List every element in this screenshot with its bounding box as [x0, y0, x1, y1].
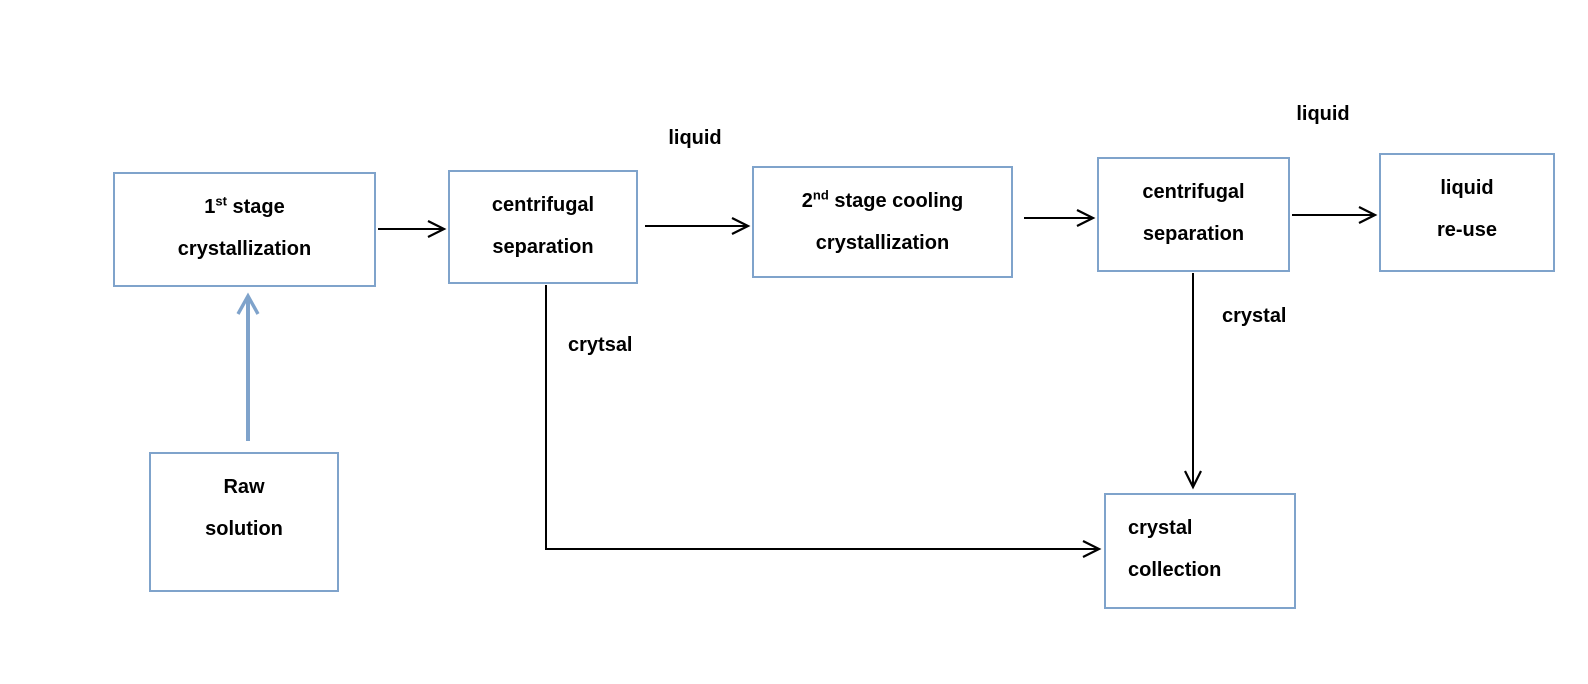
arrow-sep1-to-collection-elbow — [545, 285, 1102, 558]
box-line: 2nd stage cooling — [802, 180, 963, 222]
box-line: centrifugal — [1142, 181, 1245, 203]
box-line: crystal — [1128, 517, 1193, 539]
box-line: 1st stage — [204, 186, 285, 228]
ordinal-superscript: st — [215, 193, 227, 209]
box-line: Raw — [223, 476, 265, 498]
box-line-text: 1 — [204, 196, 216, 218]
box-raw-solution: Raw solution — [149, 452, 339, 592]
box-line-text: stage — [226, 196, 285, 218]
box-line: collection — [1128, 559, 1222, 581]
label-liquid-mid: liquid — [668, 127, 722, 149]
box-line: separation — [492, 236, 594, 258]
box-line: crystallization — [815, 232, 950, 254]
label-liquid-top: liquid — [1296, 103, 1350, 125]
box-line: separation — [1142, 223, 1245, 245]
box-line-text: 2 — [801, 190, 813, 212]
label-crystal: crystal — [1222, 305, 1287, 327]
box-line: solution — [205, 518, 283, 540]
box-first-stage-crystallization: 1st stage crystallization — [113, 172, 376, 287]
box-line: re-use — [1436, 219, 1498, 241]
ordinal-superscript: nd — [812, 187, 829, 203]
box-line: liquid — [1440, 177, 1494, 199]
box-centrifugal-separation-1: centrifugal separation — [448, 170, 638, 284]
box-line: crystallization — [177, 238, 312, 260]
box-liquid-reuse: liquid re-use — [1379, 153, 1555, 272]
box-centrifugal-separation-2: centrifugal separation — [1097, 157, 1290, 272]
box-second-stage-cooling-crystallization: 2nd stage cooling crystallization — [752, 166, 1013, 278]
label-crytsal: crytsal — [568, 334, 633, 356]
box-line: centrifugal — [491, 194, 595, 216]
box-crystal-collection: crystal collection — [1104, 493, 1296, 609]
box-line-text: stage cooling — [828, 190, 964, 212]
